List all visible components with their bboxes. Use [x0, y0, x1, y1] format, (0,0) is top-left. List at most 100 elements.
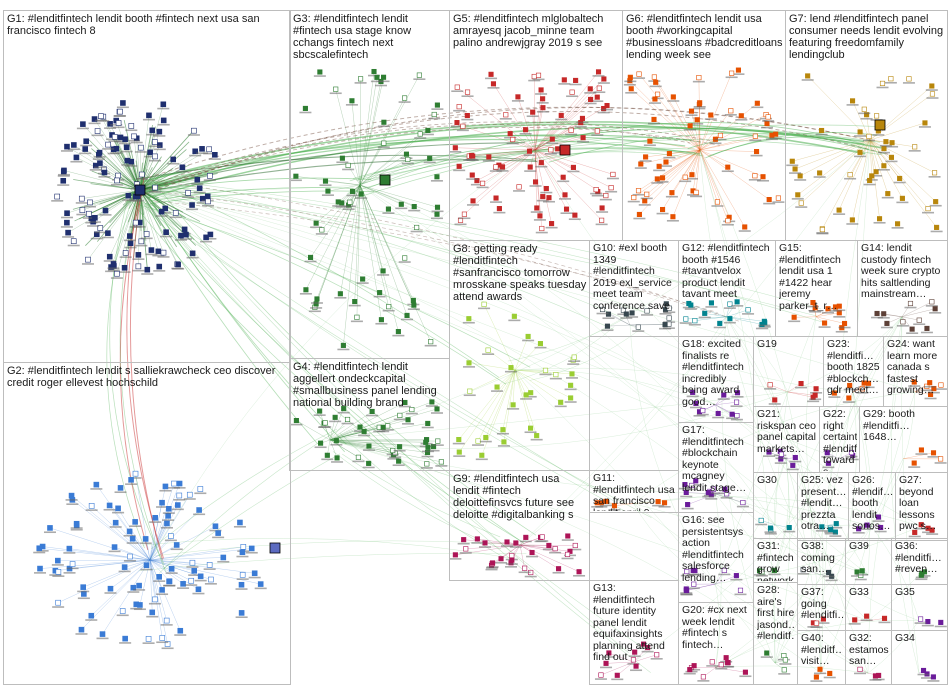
- node-avatar[interactable]: [461, 537, 467, 543]
- node-avatar[interactable]: [136, 582, 142, 589]
- node-avatar[interactable]: [333, 438, 339, 444]
- node-avatar[interactable]: [523, 392, 529, 398]
- node-avatar[interactable]: [425, 449, 431, 456]
- node-avatar[interactable]: [884, 320, 890, 326]
- node-avatar[interactable]: [670, 214, 676, 220]
- node-avatar[interactable]: [603, 193, 609, 199]
- node-avatar[interactable]: [149, 127, 156, 134]
- node-avatar[interactable]: [929, 83, 935, 89]
- node-avatar[interactable]: [558, 112, 564, 118]
- node-avatar[interactable]: [119, 608, 126, 614]
- node-avatar[interactable]: [106, 502, 113, 509]
- node-avatar[interactable]: [568, 382, 574, 388]
- node-avatar[interactable]: [332, 414, 338, 420]
- node-avatar[interactable]: [631, 194, 637, 201]
- node-avatar[interactable]: [488, 71, 494, 77]
- node-avatar[interactable]: [469, 152, 475, 159]
- node-avatar[interactable]: [155, 248, 162, 255]
- node-avatar[interactable]: [869, 173, 875, 179]
- node-avatar[interactable]: [906, 76, 912, 82]
- node-avatar[interactable]: [434, 406, 440, 412]
- node-avatar[interactable]: [127, 233, 133, 239]
- node-avatar[interactable]: [61, 167, 67, 174]
- node-avatar[interactable]: [349, 98, 355, 104]
- node-avatar[interactable]: [897, 175, 903, 182]
- node-avatar[interactable]: [135, 263, 142, 270]
- node-avatar[interactable]: [548, 147, 554, 153]
- node-avatar[interactable]: [827, 670, 833, 676]
- node-avatar[interactable]: [339, 155, 345, 161]
- node-avatar[interactable]: [417, 131, 423, 137]
- node-avatar[interactable]: [64, 210, 70, 216]
- node-avatar[interactable]: [402, 399, 408, 406]
- node-avatar[interactable]: [700, 408, 706, 414]
- node-avatar[interactable]: [60, 177, 67, 184]
- node-avatar[interactable]: [822, 320, 828, 326]
- node-avatar[interactable]: [767, 382, 773, 388]
- node-avatar[interactable]: [651, 116, 657, 122]
- node-avatar[interactable]: [111, 134, 118, 140]
- node-avatar[interactable]: [817, 170, 823, 176]
- node-avatar[interactable]: [147, 149, 153, 156]
- node-avatar[interactable]: [641, 641, 647, 647]
- node-avatar[interactable]: [685, 502, 691, 508]
- node-avatar[interactable]: [293, 418, 299, 424]
- node-avatar[interactable]: [493, 195, 499, 201]
- node-avatar[interactable]: [655, 91, 661, 97]
- node-avatar[interactable]: [156, 128, 163, 135]
- node-avatar[interactable]: [895, 221, 901, 227]
- node-avatar[interactable]: [540, 105, 546, 111]
- node-avatar[interactable]: [115, 505, 121, 512]
- node-avatar[interactable]: [532, 179, 539, 185]
- node-avatar[interactable]: [630, 657, 637, 663]
- node-avatar[interactable]: [106, 253, 113, 260]
- node-avatar[interactable]: [87, 199, 93, 206]
- node-avatar[interactable]: [483, 434, 489, 441]
- node-avatar[interactable]: [464, 112, 470, 119]
- node-avatar[interactable]: [352, 299, 358, 305]
- node-avatar[interactable]: [569, 371, 575, 377]
- node-avatar[interactable]: [526, 148, 533, 154]
- node-avatar[interactable]: [395, 329, 401, 335]
- node-avatar[interactable]: [501, 439, 507, 445]
- node-avatar[interactable]: [428, 339, 434, 345]
- node-avatar[interactable]: [160, 101, 167, 108]
- node-avatar[interactable]: [101, 169, 108, 176]
- node-avatar[interactable]: [466, 360, 472, 366]
- node-avatar[interactable]: [694, 117, 700, 123]
- node-avatar[interactable]: [215, 530, 221, 536]
- node-avatar[interactable]: [813, 674, 819, 680]
- node-avatar[interactable]: [792, 166, 798, 172]
- node-avatar[interactable]: [911, 460, 917, 466]
- node-avatar[interactable]: [97, 160, 103, 166]
- node-avatar[interactable]: [733, 573, 739, 579]
- node-avatar[interactable]: [105, 141, 111, 148]
- node-avatar[interactable]: [580, 135, 586, 141]
- node-avatar[interactable]: [192, 148, 198, 155]
- node-avatar[interactable]: [900, 319, 906, 325]
- node-avatar[interactable]: [538, 160, 544, 166]
- node-avatar[interactable]: [195, 586, 202, 593]
- node-avatar[interactable]: [402, 95, 408, 101]
- node-avatar[interactable]: [179, 164, 186, 171]
- node-avatar[interactable]: [515, 94, 521, 100]
- node-avatar[interactable]: [425, 444, 431, 450]
- node-avatar[interactable]: [317, 408, 323, 414]
- node-avatar[interactable]: [836, 207, 842, 213]
- node-avatar[interactable]: [735, 67, 741, 73]
- node-avatar[interactable]: [434, 204, 441, 210]
- node-avatar[interactable]: [800, 567, 806, 573]
- node-avatar[interactable]: [313, 220, 319, 226]
- node-avatar[interactable]: [812, 392, 818, 398]
- node-avatar[interactable]: [697, 100, 703, 106]
- node-avatar[interactable]: [920, 667, 927, 674]
- node-avatar[interactable]: [738, 113, 744, 119]
- node-avatar[interactable]: [813, 620, 820, 626]
- node-avatar[interactable]: [239, 572, 246, 578]
- node-avatar[interactable]: [523, 534, 529, 540]
- node-avatar[interactable]: [742, 224, 748, 230]
- node-avatar[interactable]: [899, 195, 905, 201]
- node-avatar[interactable]: [126, 528, 133, 535]
- hub-node[interactable]: [134, 184, 146, 196]
- node-avatar[interactable]: [691, 581, 697, 587]
